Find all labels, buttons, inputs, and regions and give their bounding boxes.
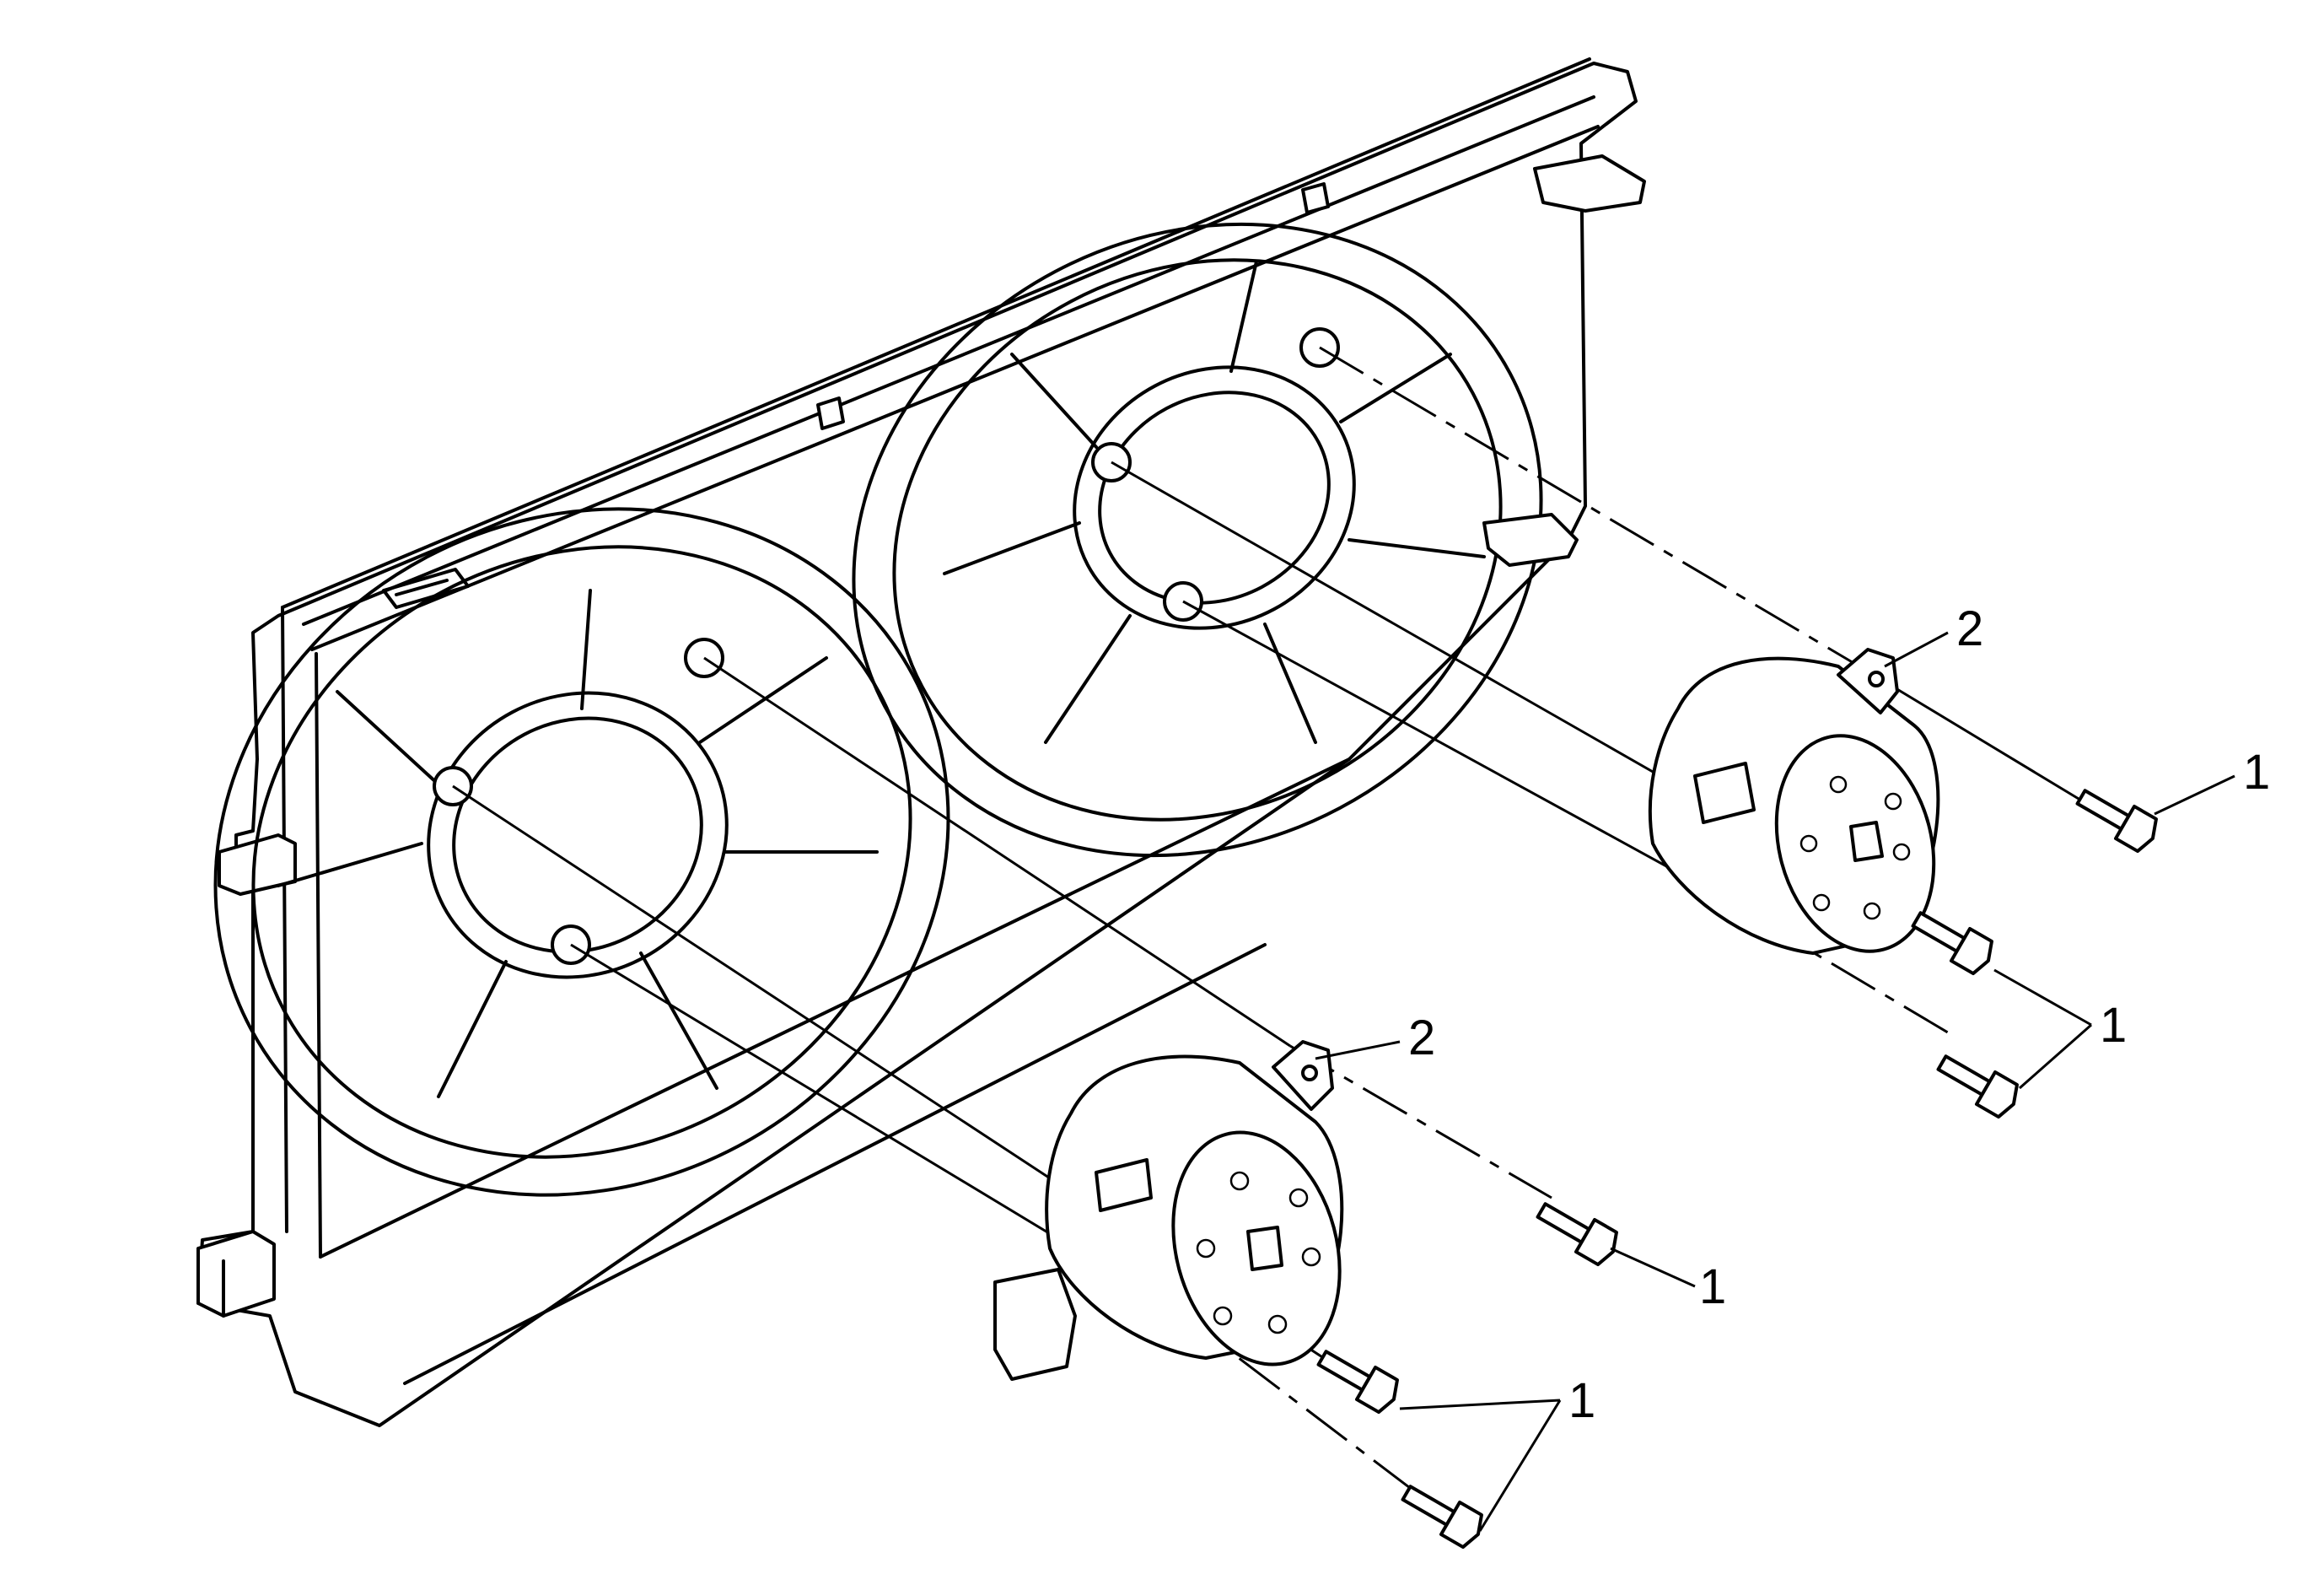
fan-motor-right [1648,648,1940,955]
assembly-centerlines [452,346,2084,1495]
fan-motor-left [993,1040,1344,1381]
callout-label-1-left-single: 1 [1699,1259,1726,1314]
fan-motor-bolt-1 [2075,789,2158,854]
callout-label-1-right-pair: 1 [2100,998,2127,1053]
callout-leader-lines [1315,631,2235,1532]
fan-shroud [196,57,1646,1427]
callout-label-1-left-pair: 1 [1568,1373,1595,1428]
fan-motor-bolt-2 [1911,911,1993,976]
callout-label-1-right-top: 1 [2243,745,2270,800]
callout-label-2-left-motor: 2 [1408,1011,1435,1065]
fan-motor-bolt-5 [1316,1350,1399,1415]
fan-motor-bolt-3 [1936,1054,2019,1119]
fan-motor-bolt-4 [1536,1202,1618,1267]
fan-motor-bolt-6 [1401,1485,1483,1550]
callout-label-2-right-motor: 2 [1956,601,1983,656]
